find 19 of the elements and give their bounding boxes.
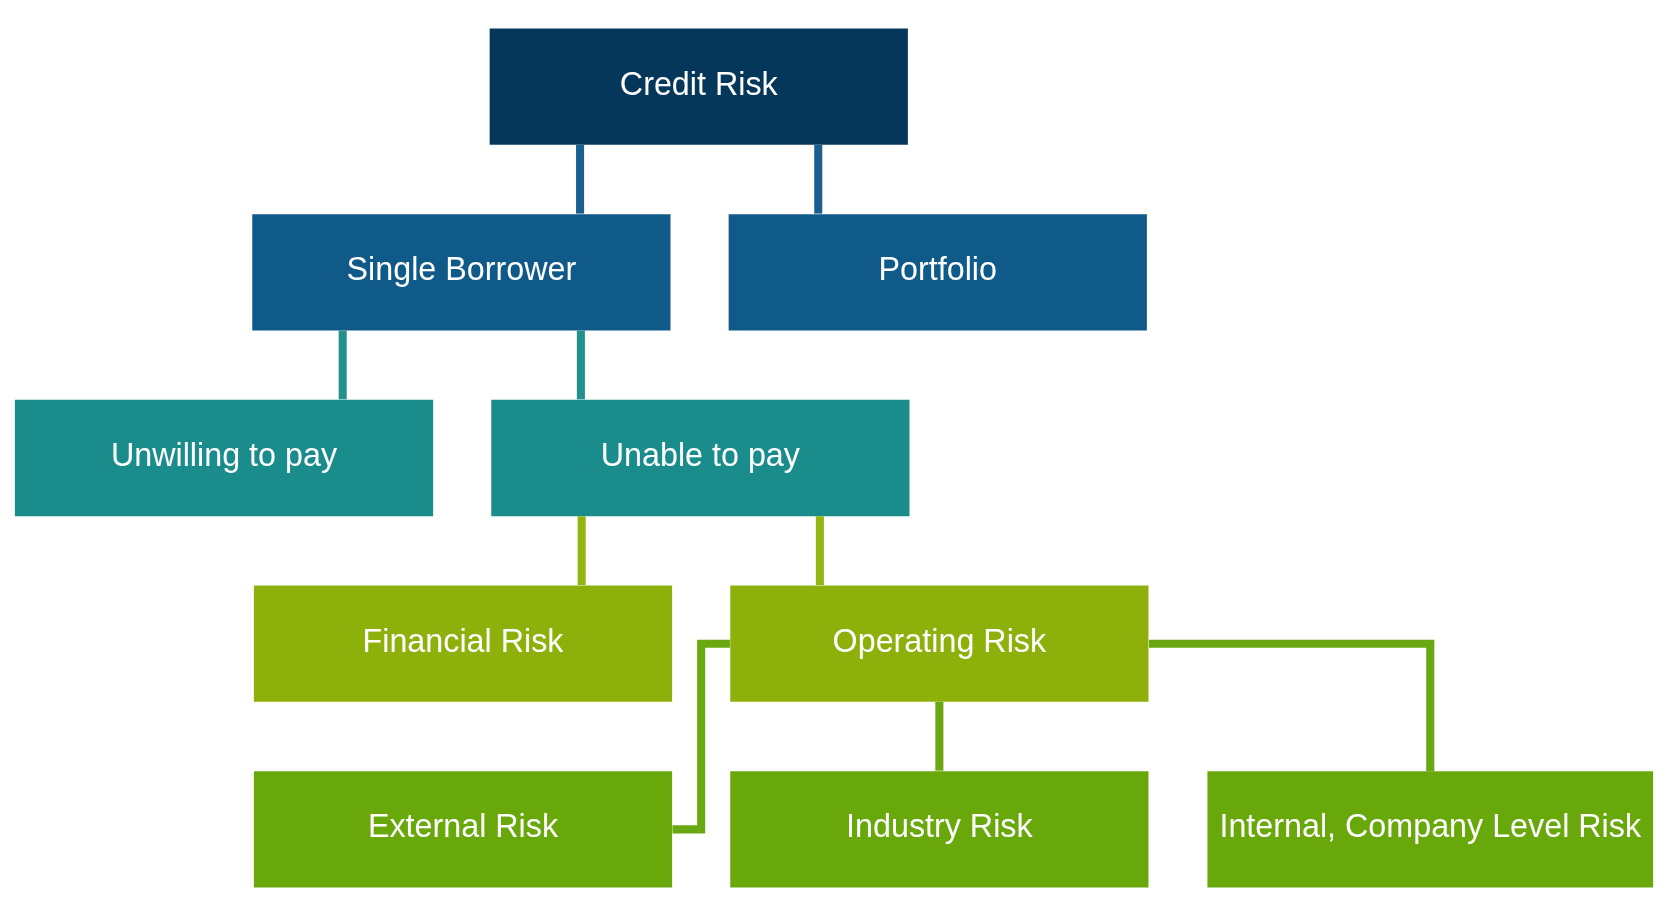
node-box: Portfolio — [728, 214, 1147, 331]
connector — [1149, 639, 1435, 772]
node-box: Credit Risk — [489, 28, 908, 145]
connector — [815, 516, 824, 585]
connector — [672, 639, 730, 834]
node-box: Internal, Company Level Risk — [1207, 771, 1654, 888]
node-box: Unable to pay — [491, 399, 910, 517]
node-box: Unwilling to pay — [14, 399, 434, 517]
node-box: External Risk — [253, 771, 673, 888]
connector — [577, 516, 586, 585]
node-box: Operating Risk — [730, 585, 1149, 702]
node-box: Financial Risk — [253, 585, 673, 702]
connector — [576, 144, 585, 214]
connector — [814, 144, 823, 214]
node-box: Industry Risk — [730, 771, 1149, 888]
connector — [576, 330, 585, 400]
connector — [935, 701, 944, 771]
connector — [338, 330, 347, 400]
node-box: Single Borrower — [252, 214, 671, 331]
